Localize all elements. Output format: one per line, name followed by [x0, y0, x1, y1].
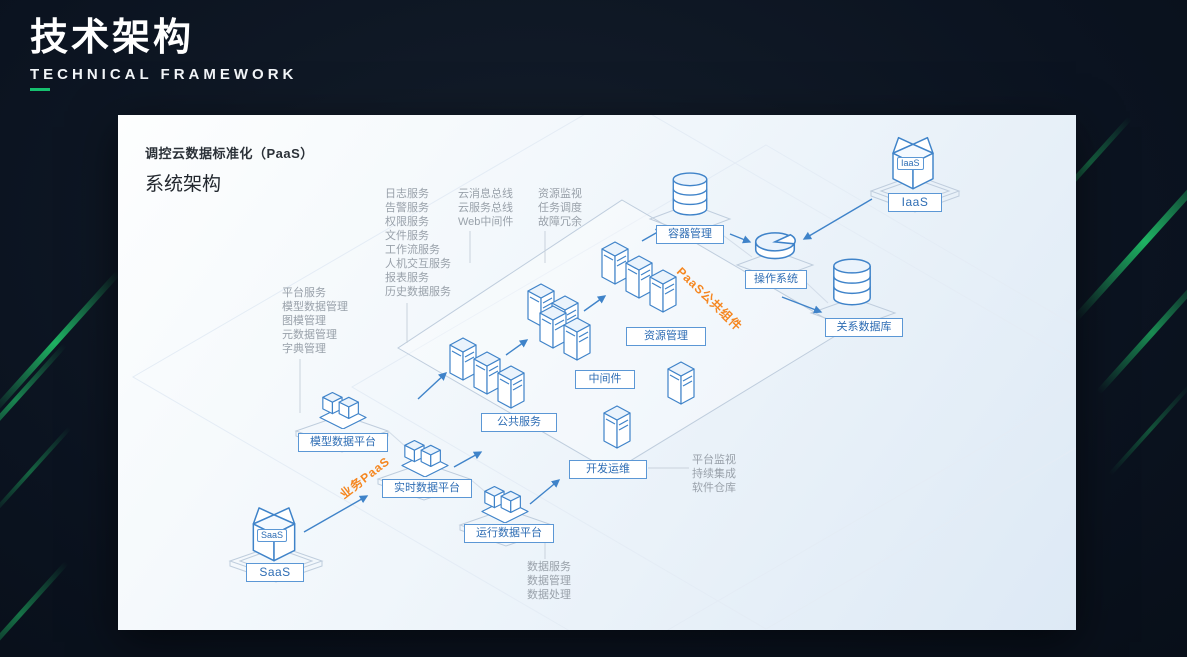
note-list-data: 数据服务数据管理数据处理: [527, 560, 571, 602]
list-item: 日志服务: [385, 188, 429, 200]
list-item: 持续集成: [692, 468, 736, 480]
list-item: 平台服务: [282, 287, 326, 299]
list-item: 平台监视: [692, 454, 736, 466]
badge-iaas: IaaS: [888, 193, 942, 212]
badge-middleware: 中间件: [575, 370, 635, 389]
pallet-icon: [481, 485, 529, 523]
badge-container-mgmt: 容器管理: [656, 225, 724, 244]
brand-title-en: TECHNICAL FRAMEWORK: [30, 66, 298, 83]
list-item: 人机交互服务: [385, 258, 451, 270]
list-item: 历史数据服务: [385, 286, 451, 298]
architecture-panel: 调控云数据标准化（PaaS） 系统架构 日志服务告警服务权限服务文件服务工作流服…: [118, 115, 1076, 630]
green-streak: [0, 426, 72, 518]
saas-box-face-tag: SaaS: [257, 529, 288, 542]
server-icon: [473, 351, 501, 395]
list-item: 云消息总线: [458, 188, 513, 200]
server-icon: [625, 255, 653, 299]
list-item: 模型数据管理: [282, 301, 348, 313]
brand-accent-bar: [30, 88, 50, 91]
iaas-box-face-tag: IaaS: [897, 157, 924, 170]
pallet-icon: [401, 439, 449, 477]
badge-runtime-platform: 运行数据平台: [464, 524, 554, 543]
green-streak: [1108, 384, 1187, 476]
list-item: 字典管理: [282, 343, 326, 355]
note-list-cloud-services: 日志服务告警服务权限服务文件服务工作流服务人机交互服务报表服务历史数据服务: [385, 187, 451, 299]
badge-public-service: 公共服务: [481, 413, 557, 432]
badge-saas: SaaS: [246, 563, 304, 582]
server-icon: [449, 337, 477, 381]
list-item: 软件仓库: [692, 482, 736, 494]
list-item: 云服务总线: [458, 202, 513, 214]
note-list-devops: 平台监视持续集成软件仓库: [692, 453, 736, 495]
list-item: 任务调度: [538, 202, 582, 214]
list-item: 权限服务: [385, 216, 429, 228]
server-icon: [649, 269, 677, 313]
pallet-icon: [319, 391, 367, 429]
disk-icon: [754, 232, 797, 260]
list-item: Web中间件: [458, 216, 514, 228]
note-list-bus: 云消息总线云服务总线 Web中间件: [458, 187, 513, 229]
badge-relational-db: 关系数据库: [825, 318, 903, 337]
badge-realtime-platform: 实时数据平台: [382, 479, 472, 498]
badge-model-platform: 模型数据平台: [298, 433, 388, 452]
list-item: 图模管理: [282, 315, 326, 327]
green-streak: [1072, 161, 1187, 322]
list-item: 数据管理: [527, 575, 571, 587]
page-title: 调控云数据标准化（PaaS）: [145, 146, 314, 161]
list-item: 故障冗余: [538, 216, 582, 228]
list-item: 资源监视: [538, 188, 582, 200]
note-connectors: [299, 231, 689, 559]
note-list-platform: 平台服务模型数据管理图模管理元数据管理字典管理: [282, 286, 348, 356]
background-grid: [132, 115, 1076, 630]
server-icon: [667, 361, 695, 405]
badge-os: 操作系统: [745, 270, 807, 289]
badge-devops: 开发运维: [569, 460, 647, 479]
green-streak: [1096, 271, 1187, 395]
list-item: 报表服务: [385, 272, 429, 284]
server-icon: [539, 305, 567, 349]
server-icon: [603, 405, 631, 449]
page-subtitle: 系统架构: [145, 174, 222, 195]
badge-resource-mgmt: 资源管理: [626, 327, 706, 346]
list-item: 告警服务: [385, 202, 429, 214]
server-icon: [497, 365, 525, 409]
database-icon: [833, 258, 871, 306]
list-item: 元数据管理: [282, 329, 337, 341]
list-item: 工作流服务: [385, 244, 440, 256]
note-list-schedule: 资源监视任务调度故障冗余: [538, 187, 582, 229]
green-streak: [0, 560, 69, 657]
list-item: 数据服务: [527, 561, 571, 573]
list-item: 数据处理: [527, 589, 571, 601]
server-icon: [601, 241, 629, 285]
brand-header: 技术架构 TECHNICAL FRAMEWORK: [30, 16, 297, 91]
brand-title-cn: 技术架构: [30, 17, 195, 59]
server-icon: [563, 317, 591, 361]
list-item: 文件服务: [385, 230, 429, 242]
database-icon: [672, 172, 708, 216]
